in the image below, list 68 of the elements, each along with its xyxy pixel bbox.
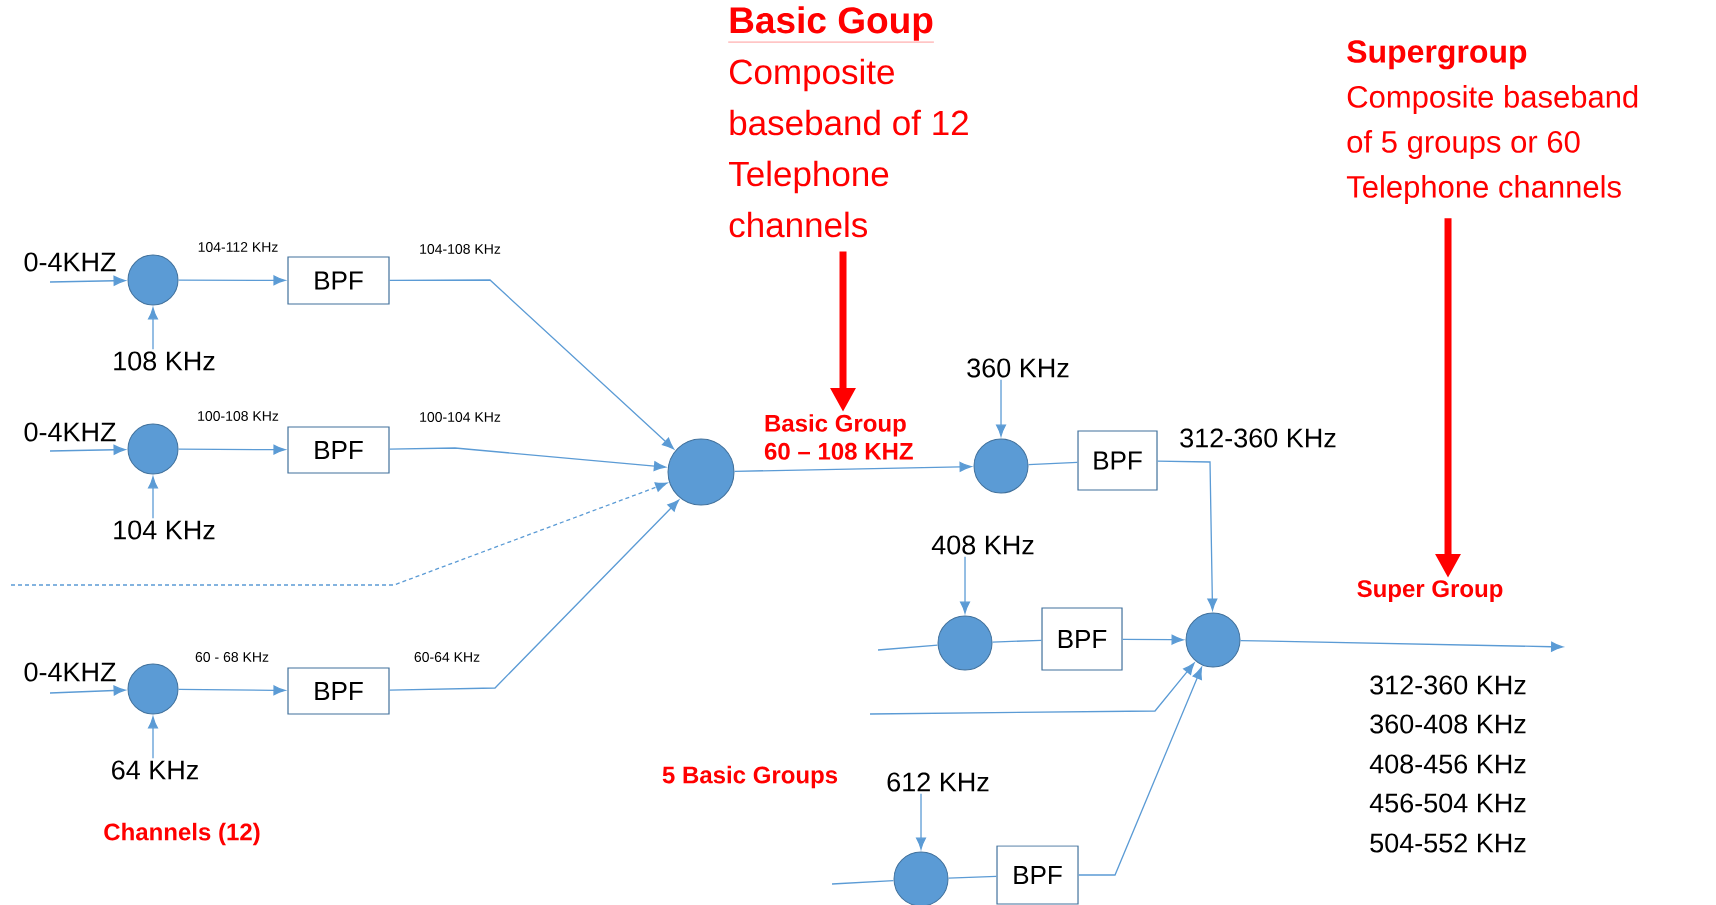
frequency-label: 360-408 KHz: [1370, 714, 1526, 734]
signal-line: [991, 639, 1043, 643]
frequency-label: 64 KHz: [112, 760, 198, 780]
mixer-circle: [893, 851, 949, 905]
annotation-text: Basic Goup Composite baseband of 12 Telephone channels: [728, 6, 968, 238]
edge-label: 100-104 KHz: [418, 411, 502, 423]
mixer-circle: [1185, 612, 1241, 668]
arrow: [960, 556, 970, 614]
mixer-circle: [667, 438, 735, 506]
arrow: [10, 482, 668, 586]
filter-box: BPF: [1077, 430, 1158, 491]
frequency-label: 360 KHz: [967, 358, 1069, 378]
frequency-label: 612 KHz: [887, 772, 989, 792]
arrow: [733, 461, 972, 472]
annotation-text: Basic Group 60 – 108 KHZ: [764, 414, 913, 460]
signal-line: [831, 879, 895, 885]
arrow: [148, 476, 158, 519]
arrow: [388, 499, 680, 691]
signal-line: [877, 644, 939, 651]
frequency-label: 104 KHz: [114, 520, 215, 540]
frequency-label: 408 KHz: [931, 535, 1034, 555]
arrow: [996, 379, 1006, 437]
filter-box: BPF: [1041, 607, 1123, 671]
arrow: [177, 685, 286, 696]
arrow: [49, 685, 126, 696]
arrow: [869, 662, 1195, 715]
edge-label: 100-108 KHz: [196, 410, 280, 422]
mixer-circle: [127, 663, 179, 715]
annotation-text: Supergroup Composite baseband of 5 groups or 60 Telephone channels: [1346, 40, 1638, 204]
filter-box: BPF: [287, 667, 390, 715]
edge-label: 0-4KHZ: [22, 661, 118, 683]
frequency-label: 312-360 KHz: [1370, 675, 1526, 695]
signal-line: [947, 875, 998, 879]
arrow: [1121, 634, 1184, 645]
filter-box: BPF: [287, 426, 390, 474]
edge-label: 60 - 68 KHz: [194, 651, 270, 663]
edge-label: 0-4KHZ: [22, 421, 118, 443]
arrow: [177, 275, 286, 286]
filter-box: BPF: [287, 256, 390, 305]
arrow: [148, 307, 158, 350]
arrow: [49, 275, 126, 286]
frequency-label: 456-504 KHz: [1369, 793, 1526, 813]
frequency-label: 504-552 KHz: [1370, 833, 1526, 853]
signal-line: [1027, 461, 1079, 466]
arrow: [49, 444, 126, 455]
frequency-label: 108 KHz: [114, 351, 215, 371]
arrow: [177, 444, 286, 455]
arrow: [388, 279, 675, 450]
annotation-text: 5 Basic Groups: [662, 765, 838, 789]
annotation-text: Super Group: [1357, 580, 1503, 602]
mixer-circle: [973, 438, 1029, 494]
arrow: [1077, 667, 1203, 876]
arrow: [148, 716, 158, 759]
arrow: [1239, 639, 1564, 652]
edge-label: 0-4KHZ: [22, 251, 118, 273]
mixer-circle: [127, 254, 179, 306]
mixer-circle: [127, 423, 179, 475]
edge-label: 312-360 KHz: [1178, 427, 1338, 449]
arrow: [388, 447, 666, 472]
edge-label: 104-108 KHz: [418, 243, 502, 255]
arrow: [916, 793, 926, 850]
arrow: [1156, 460, 1218, 611]
frequency-label: 408-456 KHz: [1369, 754, 1526, 774]
annotation-text: Channels (12): [104, 822, 260, 846]
edge-label: 104-112 KHz: [196, 241, 280, 253]
edge-label: 60-64 KHz: [412, 651, 482, 663]
mixer-circle: [937, 615, 993, 671]
filter-box: BPF: [996, 845, 1079, 905]
